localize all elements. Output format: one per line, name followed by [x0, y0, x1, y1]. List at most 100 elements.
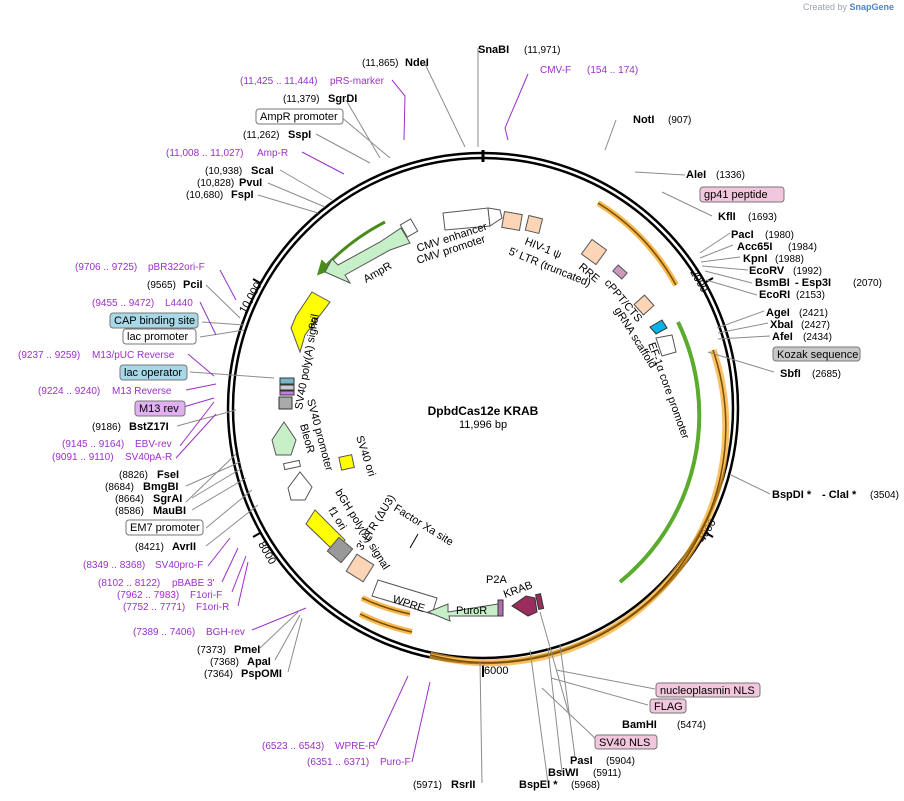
primer-prs-marker: pRS-marker — [330, 76, 385, 87]
enzyme-pcii: PciI — [183, 279, 203, 291]
box-lac-operator: lac operator — [119, 364, 188, 381]
enzyme-alei: AleI — [686, 169, 706, 181]
enzyme-sgrai: SgrAI — [153, 493, 182, 505]
arc-feature-top-line — [597, 202, 677, 286]
enzyme-pmei: PmeI — [234, 644, 260, 656]
enzyme-avrii: AvrII — [172, 541, 196, 553]
tick-6000: 6000 — [484, 665, 508, 677]
feature-ampr-promoter — [399, 218, 419, 238]
arc-cas12e-green — [618, 321, 702, 584]
enzyme-afei: AfeI — [772, 331, 793, 343]
arc-ampr-outer — [316, 220, 386, 276]
enzyme-xbai-pos: (2427) — [801, 320, 830, 331]
enzyme-maubi: MauBI — [153, 505, 186, 517]
enzyme-pspomi: PspOMI — [241, 668, 282, 680]
enzyme-fsei: FseI — [157, 469, 179, 481]
feature-m13-rev — [279, 390, 295, 396]
feature-sv40-promoter-arrow — [287, 471, 313, 501]
enzyme-sbfi: SbfI — [780, 368, 801, 380]
box-nucleoplasmin-nls: nucleoplasmin NLS — [655, 682, 761, 698]
enzyme-rsrii-pos: (5971) — [413, 780, 442, 791]
enzyme-sgrai-pos: (8664) — [115, 494, 144, 505]
enzyme-snabi-pos: (11,971) — [524, 45, 561, 56]
plasmid-length: 11,996 bp — [459, 419, 507, 431]
enzyme-apai: ApaI — [247, 656, 271, 668]
primer-wpre-r-pos: (6523 .. 6543) — [262, 741, 324, 752]
enzyme-paci-pos: (1980) — [765, 230, 794, 241]
enzyme-fsei-pos: (8826) — [119, 470, 148, 481]
box-em7-promoter: EM7 promoter — [125, 519, 204, 536]
enzyme-noti: NotI — [633, 114, 654, 126]
feature-bleor — [271, 421, 297, 456]
feature-puror — [426, 603, 500, 622]
feature-bgh — [326, 536, 354, 564]
svg-text:FLAG: FLAG — [654, 701, 683, 713]
feature-kozak-marker — [649, 319, 668, 335]
enzyme-kpni: KpnI — [743, 253, 767, 265]
feature-grna — [633, 294, 655, 316]
enzyme-agei-pos: (2421) — [799, 308, 828, 319]
primer-m13puc-pos: (9237 .. 9259) — [18, 350, 80, 361]
label-ef1a: EF-1α core promoter — [645, 341, 691, 441]
enzyme-esp3i: - Esp3I — [795, 277, 831, 289]
feature-krab — [511, 595, 538, 617]
label-ampr: AmpR — [362, 260, 395, 286]
enzyme-rsrii: RsrII — [451, 779, 475, 791]
enzyme-apai-pos: (7368) — [210, 657, 239, 668]
enzyme-sgrdi: SgrDI — [328, 93, 357, 105]
credit-prefix: Created by — [802, 2, 847, 12]
enzyme-sbfi-pos: (2685) — [812, 369, 841, 380]
feature-ef1a-arrow — [655, 334, 677, 357]
primer-ebv-rev-pos: (9145 .. 9164) — [62, 439, 124, 450]
box-ampr-promoter: AmpR promoter — [255, 108, 344, 125]
snapgene-logo: SnapGene — [849, 2, 894, 12]
svg-text:Kozak sequence: Kozak sequence — [777, 349, 858, 361]
label-puror: PuroR — [456, 605, 487, 617]
primer-sv40pa-r-pos: (9091 .. 9110) — [52, 452, 114, 463]
primer-pbr322ori-f-pos: (9706 .. 9725) — [75, 262, 137, 273]
enzyme-paci: PacI — [731, 229, 754, 241]
label-sv40-ori: SV40 ori — [353, 434, 377, 478]
primer-wpre-r: WPRE-R — [335, 741, 376, 752]
enzyme-ndei-pos: (11,865) — [362, 58, 399, 69]
enzyme-bspei: BspEI * — [519, 779, 558, 791]
primer-l4440-pos: (9455 .. 9472) — [92, 298, 154, 309]
primer-ebv-rev: EBV-rev — [135, 439, 172, 450]
enzyme-pvui-pos: (10,828) — [197, 178, 234, 189]
enzyme-ecori: EcoRI — [759, 289, 790, 301]
feature-ori — [290, 291, 331, 354]
primer-f1ori-f-pos: (7962 .. 7983) — [117, 590, 179, 601]
enzyme-pcii-pos: (9565) — [147, 280, 176, 291]
box-sv40-nls: SV40 NLS — [594, 734, 658, 750]
feature-cmv-enhancer — [442, 207, 503, 231]
enzyme-agei: AgeI — [766, 307, 790, 319]
svg-text:EM7 promoter: EM7 promoter — [130, 522, 200, 534]
arc-cas12e-outer-line — [429, 349, 727, 664]
enzyme-avrii-pos: (8421) — [135, 542, 164, 553]
arc-feature-top — [596, 200, 679, 287]
factor-xa-leader — [409, 533, 419, 549]
enzyme-afei-pos: (2434) — [803, 332, 832, 343]
svg-text:CAP binding site: CAP binding site — [114, 315, 195, 327]
enzyme-alei-pos: (1336) — [716, 170, 745, 181]
primer-sv40pro-f-pos: (8349 .. 8368) — [83, 560, 145, 571]
enzyme-bstz17i: BstZ17I — [129, 421, 169, 433]
feature-5-ltr — [524, 214, 544, 235]
feature-ampr — [324, 227, 411, 285]
enzyme-bsmbi-pos: (2070) — [853, 278, 882, 289]
svg-text:SV40 NLS: SV40 NLS — [599, 737, 650, 749]
primer-bgh-rev-pos: (7389 .. 7406) — [133, 627, 195, 638]
primer-m13-reverse: M13 Reverse — [112, 386, 172, 397]
plasmid-name: DpbdCas12e KRAB — [428, 404, 539, 418]
enzyme-bspei-pos: (5968) — [571, 780, 600, 791]
enzyme-pspomi-pos: (7364) — [204, 669, 233, 680]
feature-rre — [580, 238, 608, 266]
enzyme-fspi-pos: (10,680) — [186, 190, 223, 201]
feature-hiv-psi — [501, 210, 523, 232]
enzyme-bsiwi: BsiWI — [548, 767, 579, 779]
svg-text:lac promoter: lac promoter — [127, 331, 188, 343]
primer-sv40pa-r: SV40pA-R — [125, 452, 172, 463]
enzyme-sspi-pos: (11,262) — [243, 130, 280, 141]
primer-sv40pro-f: SV40pro-F — [155, 560, 203, 571]
enzyme-scai: ScaI — [251, 165, 274, 177]
